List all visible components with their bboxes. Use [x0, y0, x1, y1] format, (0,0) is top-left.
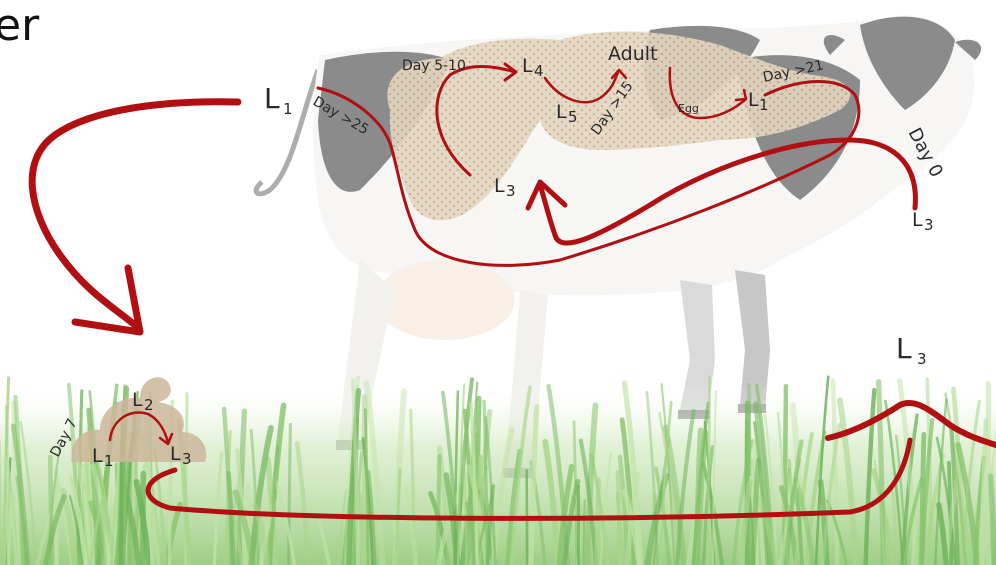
label-l1-top-left: L 1 — [264, 82, 293, 118]
label-adult: Adult — [608, 43, 658, 65]
label-l3-pasture-main: L — [896, 332, 912, 365]
label-l5-main: L — [556, 101, 567, 123]
label-dung-l2-main: L — [132, 389, 143, 411]
label-dung-l3-sub: 3 — [182, 450, 192, 468]
label-egg: Egg — [678, 102, 699, 115]
label-l4-main: L — [522, 55, 533, 77]
label-l1-gut-sub: 1 — [759, 96, 769, 114]
label-dung-l1-sub: 1 — [104, 452, 114, 470]
label-l1-top-left-sub: 1 — [283, 100, 293, 118]
label-dung-l3-main: L — [170, 443, 181, 465]
grass-blade — [597, 480, 599, 565]
label-l3-right-main: L — [912, 209, 923, 231]
grass-blade — [749, 385, 751, 565]
grass-blade — [438, 456, 440, 565]
grass-blade — [584, 500, 585, 565]
label-dung-l1-main: L — [92, 445, 103, 467]
label-l1-gut-main: L — [748, 89, 759, 111]
label-l3-pasture-sub: 3 — [917, 350, 927, 368]
label-day-5-10: Day 5-10 — [402, 58, 466, 74]
label-l3-pasture: L 3 — [896, 332, 927, 368]
label-dung-l2-sub: 2 — [144, 396, 154, 414]
label-l3-right: L 3 — [912, 209, 934, 234]
grass-blade — [708, 377, 710, 565]
label-l3-gut-main: L — [494, 175, 505, 197]
grass-blade — [991, 476, 995, 565]
page-title: er — [0, 0, 40, 51]
label-l5-sub: 5 — [568, 108, 578, 126]
label-l1-top-left-main: L — [264, 82, 280, 115]
label-l3-gut-sub: 3 — [506, 182, 516, 200]
label-l3-right-sub: 3 — [924, 216, 934, 234]
label-l4-sub: 4 — [534, 62, 544, 80]
